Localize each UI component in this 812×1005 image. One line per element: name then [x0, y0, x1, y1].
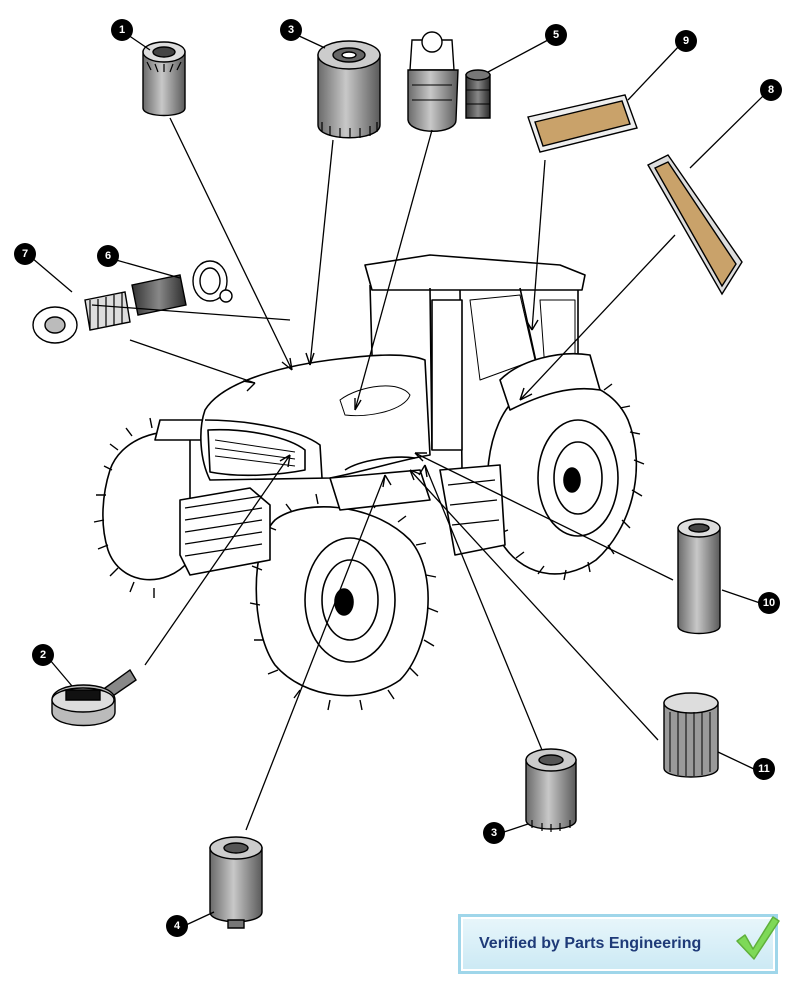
- svg-text:11: 11: [758, 763, 770, 775]
- svg-text:6: 6: [105, 250, 111, 262]
- callout-7[interactable]: 7: [14, 243, 36, 265]
- callout-1[interactable]: 1: [111, 19, 133, 41]
- front-wheel-far: [93, 417, 191, 598]
- part-2-filter-head[interactable]: [51, 668, 137, 727]
- rear-wheel: [486, 371, 645, 581]
- svg-text:5: 5: [553, 29, 559, 41]
- svg-text:9: 9: [683, 35, 689, 47]
- part-9-cab-filter[interactable]: [527, 94, 638, 153]
- tractor-illustration: [93, 254, 645, 711]
- tractor-cab: [364, 254, 601, 556]
- front-weights: [154, 419, 271, 576]
- part-1-filter[interactable]: [142, 41, 186, 117]
- svg-text:1: 1: [119, 24, 125, 36]
- callout-9[interactable]: 9: [675, 30, 697, 52]
- checkmark-icon: [733, 911, 781, 968]
- part-5-filter[interactable]: [465, 69, 491, 119]
- svg-text:2: 2: [40, 649, 46, 661]
- part-3-filter-bottom[interactable]: [525, 748, 577, 832]
- svg-text:7: 7: [22, 248, 28, 260]
- part-7-intake[interactable]: [32, 291, 131, 344]
- callout-3-top[interactable]: 3: [280, 19, 302, 41]
- callout-4[interactable]: 4: [166, 915, 188, 937]
- callout-3-bottom[interactable]: 3: [483, 822, 505, 844]
- callout-5[interactable]: 5: [545, 24, 567, 46]
- front-wheel-near: [249, 491, 439, 711]
- svg-text:3: 3: [491, 827, 497, 839]
- svg-text:3: 3: [288, 24, 294, 36]
- callout-11[interactable]: 11: [753, 758, 775, 780]
- part-11-filter[interactable]: [663, 692, 719, 778]
- part-3-filter-top[interactable]: [317, 40, 381, 139]
- svg-text:10: 10: [763, 597, 775, 609]
- callout-10[interactable]: 10: [758, 592, 780, 614]
- leader-lines: [31, 34, 765, 926]
- svg-text:4: 4: [174, 920, 181, 932]
- verified-badge-text: Verified by Parts Engineering: [479, 935, 702, 952]
- tractor-hood: [200, 354, 431, 511]
- callouts: 1 3 5 9 8 7 6 2: [14, 19, 782, 937]
- part-8-filter[interactable]: [647, 154, 743, 296]
- part-6-air-filter[interactable]: [131, 260, 233, 316]
- svg-text:8: 8: [768, 84, 774, 96]
- callout-8[interactable]: 8: [760, 79, 782, 101]
- callout-2[interactable]: 2: [32, 644, 54, 666]
- callout-6[interactable]: 6: [97, 245, 119, 267]
- verified-badge: Verified by Parts Engineering: [458, 911, 781, 974]
- fuel-separator[interactable]: [407, 31, 459, 132]
- part-10-filter[interactable]: [677, 518, 721, 635]
- part-4-filter[interactable]: [209, 836, 263, 929]
